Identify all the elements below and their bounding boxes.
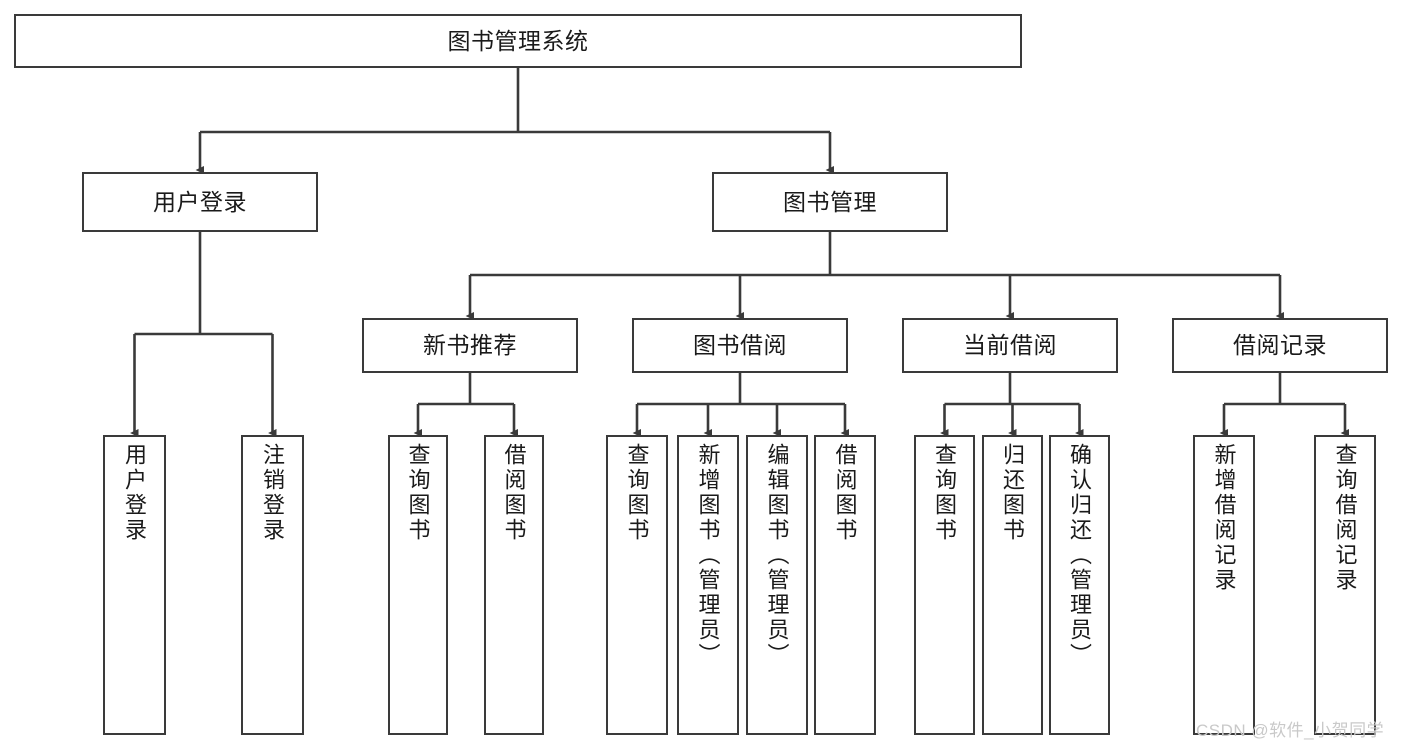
node-new-book-rec[interactable]: 新书推荐	[362, 318, 578, 373]
node-label: 借阅图书	[501, 443, 527, 543]
node-label: 归还图书	[1000, 443, 1026, 543]
node-leaf-edit-book[interactable]: 编辑图书（管理员）	[746, 435, 808, 735]
node-leaf-user-login[interactable]: 用户登录	[103, 435, 166, 735]
node-leaf-query-2[interactable]: 查询图书	[606, 435, 668, 735]
node-label: 当前借阅	[963, 332, 1057, 359]
node-label: 图书管理系统	[447, 27, 589, 54]
node-user-login[interactable]: 用户登录	[82, 172, 318, 232]
node-borrow-record[interactable]: 借阅记录	[1172, 318, 1388, 373]
node-label: 新书推荐	[423, 332, 517, 359]
node-leaf-confirm[interactable]: 确认归还（管理员）	[1049, 435, 1110, 735]
node-label: 新增借阅记录	[1211, 443, 1237, 593]
csdn-watermark: CSDN @软件_小贺同学	[1196, 721, 1385, 740]
node-book-manage[interactable]: 图书管理	[712, 172, 948, 232]
node-label: 编辑图书（管理员）	[764, 443, 790, 668]
node-label: 查询借阅记录	[1332, 443, 1358, 593]
node-leaf-query-1[interactable]: 查询图书	[388, 435, 448, 735]
node-leaf-query-rec[interactable]: 查询借阅记录	[1314, 435, 1376, 735]
node-label: 借阅记录	[1233, 332, 1327, 359]
node-book-borrow[interactable]: 图书借阅	[632, 318, 848, 373]
node-leaf-query-3[interactable]: 查询图书	[914, 435, 975, 735]
node-leaf-logout[interactable]: 注销登录	[241, 435, 304, 735]
node-label: 借阅图书	[832, 443, 858, 543]
node-label: 注销登录	[260, 443, 286, 543]
node-root[interactable]: 图书管理系统	[14, 14, 1022, 68]
node-label: 图书借阅	[693, 332, 787, 359]
node-label: 查询图书	[405, 443, 431, 543]
node-label: 查询图书	[624, 443, 650, 543]
node-label: 新增图书（管理员）	[695, 443, 721, 668]
node-label: 用户登录	[153, 188, 247, 215]
node-label: 图书管理	[783, 188, 877, 215]
node-leaf-borrow-2[interactable]: 借阅图书	[814, 435, 876, 735]
node-label: 确认归还（管理员）	[1067, 443, 1093, 668]
node-label: 用户登录	[122, 443, 148, 543]
node-leaf-return[interactable]: 归还图书	[982, 435, 1043, 735]
node-leaf-borrow-1[interactable]: 借阅图书	[484, 435, 544, 735]
node-leaf-add-book[interactable]: 新增图书（管理员）	[677, 435, 739, 735]
node-current-borrow[interactable]: 当前借阅	[902, 318, 1118, 373]
node-label: 查询图书	[932, 443, 958, 543]
node-leaf-add-rec[interactable]: 新增借阅记录	[1193, 435, 1255, 735]
